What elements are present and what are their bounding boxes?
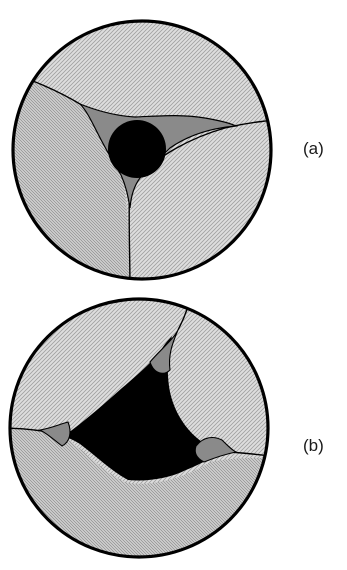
pore-a bbox=[108, 120, 166, 178]
panel-b-label: (b) bbox=[303, 437, 324, 454]
panel-a-label: (a) bbox=[303, 140, 324, 157]
panel-b-diagram bbox=[0, 290, 347, 570]
panel-a-diagram bbox=[0, 0, 347, 290]
